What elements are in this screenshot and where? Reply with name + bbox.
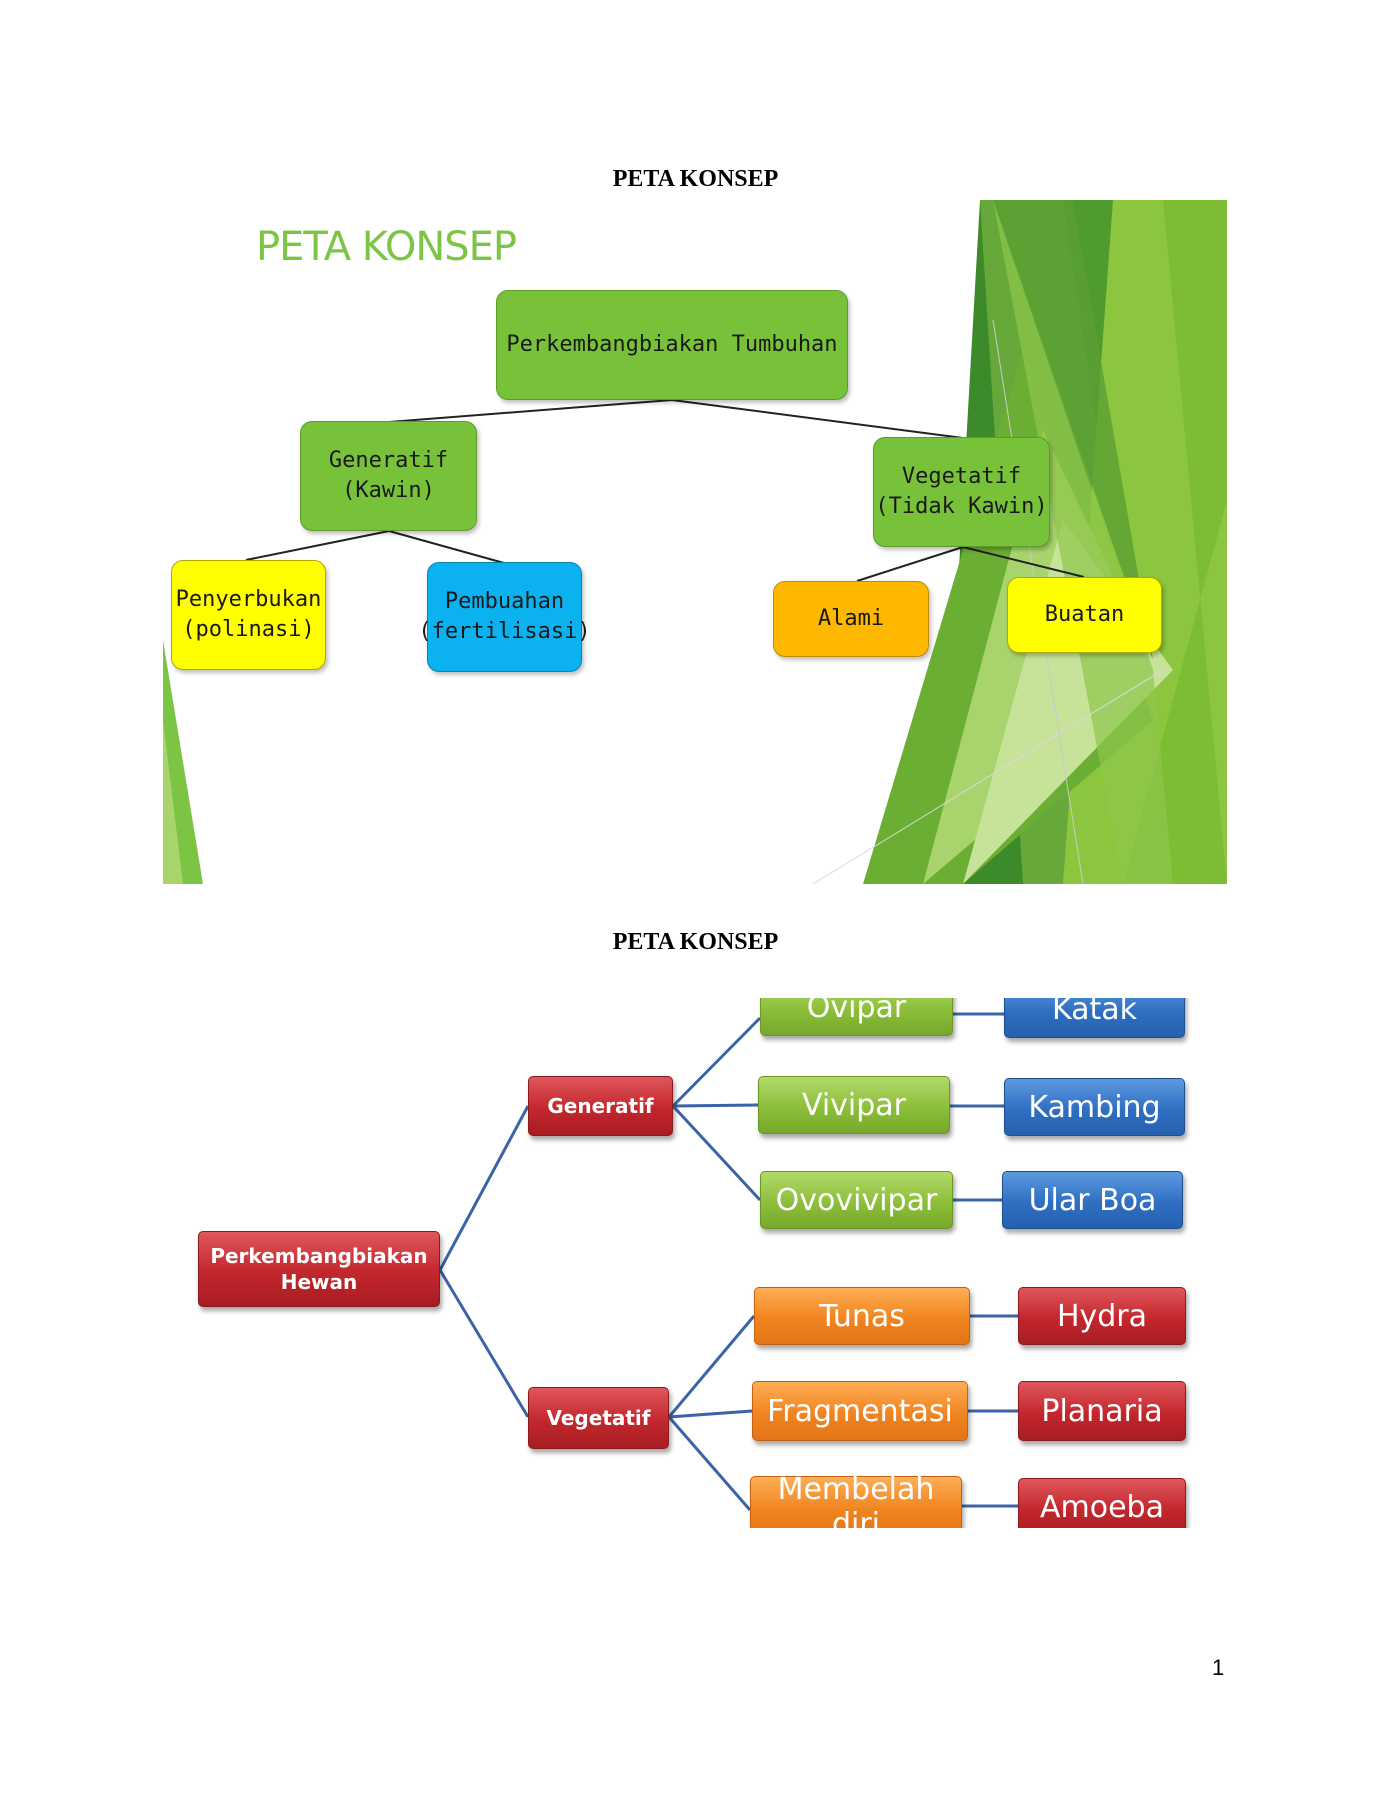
page-heading-top: PETA KONSEP — [612, 166, 779, 192]
node-vegetatif: Vegetatif (Tidak Kawin) — [873, 437, 1050, 547]
node-penyerbukan: Penyerbukan (polinasi) — [171, 560, 326, 670]
box-planaria: Planaria — [1018, 1381, 1186, 1441]
plant-concept-map-slide: PETA KONSEP Perkembangbiakan Tumbuhan Ge… — [163, 200, 1227, 884]
box-katak: Katak — [1004, 998, 1185, 1038]
box-vegetatif: Vegetatif — [528, 1387, 669, 1449]
slide-decoration — [163, 200, 1227, 884]
slide-title: PETA KONSEP — [256, 224, 517, 270]
box-fragmentasi: Fragmentasi — [752, 1381, 968, 1441]
box-membelah-diri: Membelah diri — [750, 1472, 962, 1528]
node-buatan: Buatan — [1007, 577, 1162, 653]
box-amoeba: Amoeba — [1018, 1478, 1186, 1528]
box-kambing: Kambing — [1004, 1078, 1185, 1136]
box-ovipar: Ovipar — [760, 998, 953, 1036]
box-ular-boa: Ular Boa — [1002, 1171, 1183, 1229]
box-generatif: Generatif — [528, 1076, 673, 1136]
node-generatif: Generatif (Kawin) — [300, 421, 477, 531]
page-heading-bottom: PETA KONSEP — [612, 929, 779, 955]
box-vivipar: Vivipar — [758, 1076, 950, 1134]
box-animal-reproduction: Perkembangbiakan Hewan — [198, 1231, 440, 1307]
node-pembuahan: Pembuahan (fertilisasi) — [418, 562, 591, 672]
box-ovovivipar: Ovovivipar — [760, 1171, 953, 1229]
node-alami: Alami — [773, 581, 929, 657]
animal-concept-map: Perkembangbiakan Hewan Generatif Vegetat… — [190, 998, 1200, 1528]
node-plant-reproduction: Perkembangbiakan Tumbuhan — [496, 290, 848, 400]
box-tunas: Tunas — [754, 1287, 970, 1345]
box-hydra: Hydra — [1018, 1287, 1186, 1345]
animal-map-connectors — [438, 1012, 1018, 1511]
page-number: 1 — [1212, 1655, 1225, 1680]
